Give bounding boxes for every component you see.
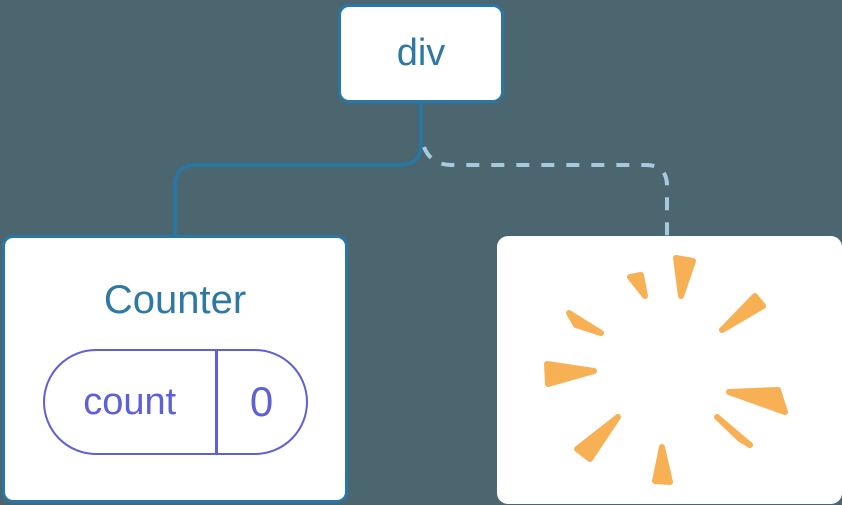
node-div: div	[338, 4, 504, 103]
burst-ray	[652, 444, 673, 485]
node-div-label: div	[396, 32, 446, 74]
connector-dashed-line	[422, 146, 669, 236]
counter-title: Counter	[103, 278, 247, 322]
state-pill: count 0	[42, 349, 308, 455]
burst-ray	[544, 361, 597, 387]
burst-ray	[627, 272, 648, 299]
burst-ray	[726, 387, 788, 415]
burst-ray	[719, 293, 766, 333]
burst-ray	[673, 255, 696, 299]
burst-ray	[714, 414, 753, 448]
burst-ray	[566, 310, 604, 336]
connector-solid-line	[173, 102, 423, 236]
state-value-label: 0	[249, 378, 274, 425]
state-pill-divider	[215, 351, 218, 453]
poof-burst-icon	[544, 255, 788, 485]
state-key-label: count	[83, 380, 177, 423]
node-destroyed	[497, 236, 842, 504]
node-counter: Counter count 0	[2, 235, 348, 503]
burst-ray	[574, 414, 621, 462]
